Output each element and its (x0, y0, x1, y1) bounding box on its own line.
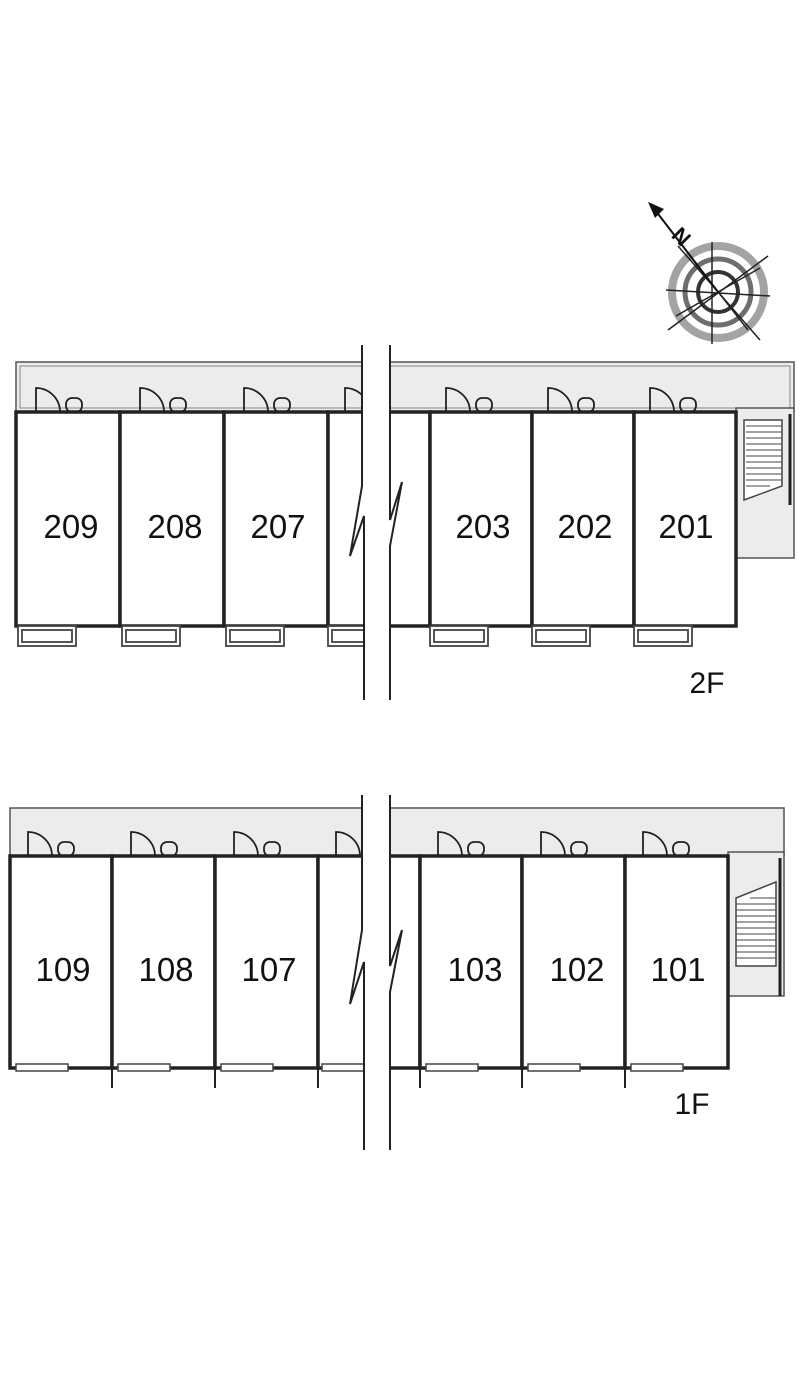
door-icon (27, 831, 690, 857)
wall-stub (111, 1068, 626, 1088)
balcony (17, 625, 693, 647)
unit-room (8, 854, 114, 1070)
floor-2f: 209 208 207 203 202 201 2F (14, 345, 795, 700)
unit-room (213, 854, 320, 1070)
unit-number: 107 (241, 951, 296, 988)
unit-room (530, 410, 636, 628)
break-line (349, 795, 403, 1150)
unit-room (520, 854, 627, 1070)
north-compass-icon: N (648, 202, 771, 344)
floor-label: 2F (689, 667, 724, 700)
unit-number: 108 (138, 951, 193, 988)
corridor-2f (15, 361, 795, 413)
unit-number: 109 (35, 951, 90, 988)
floor-label: 1F (674, 1088, 709, 1121)
unit-number: 209 (43, 508, 98, 545)
unit-room (418, 854, 524, 1070)
staircase-2f (743, 414, 792, 505)
unit-number: 201 (658, 508, 713, 545)
unit-number: 101 (650, 951, 705, 988)
unit-number: 207 (250, 508, 305, 545)
floor-1f: 109 108 107 103 102 101 1F (8, 795, 785, 1150)
unit-number: 203 (455, 508, 510, 545)
unit-number: 202 (557, 508, 612, 545)
unit-number: 103 (447, 951, 502, 988)
door-icon (35, 387, 697, 413)
window (15, 1063, 684, 1072)
staircase-1f (735, 858, 782, 996)
unit-number: 102 (549, 951, 604, 988)
unit-number: 208 (147, 508, 202, 545)
corridor-1f (9, 807, 785, 857)
north-label: N (667, 222, 696, 251)
unit-room (222, 410, 330, 628)
break-line (349, 345, 403, 700)
unit-room (632, 410, 738, 628)
unit-room (118, 410, 226, 628)
